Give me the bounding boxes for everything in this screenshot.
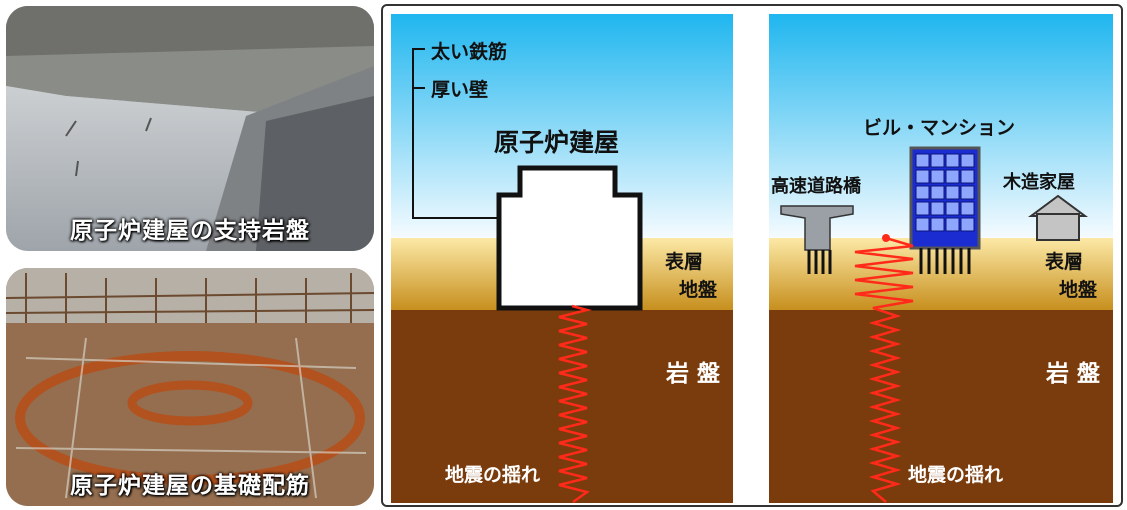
wooden-house-shape <box>1027 194 1089 241</box>
wooden-house-label: 木造家屋 <box>1002 171 1075 193</box>
callout-bracket <box>412 48 502 219</box>
reactor-building-shape <box>496 165 643 311</box>
epicenter-dot <box>882 234 890 242</box>
left-surface-label-1: 表層 <box>665 250 703 273</box>
left-quake-wave <box>558 304 592 504</box>
highway-bridge-label: 高速道路橋 <box>771 175 862 197</box>
apartment-building-label: ビル・マンション <box>863 117 1015 139</box>
left-quake-label: 地震の揺れ <box>445 463 540 486</box>
apartment-building-shape <box>909 146 981 274</box>
photo-bedrock: 原子炉建屋の支持岩盤 <box>6 6 374 251</box>
earthquake-comparison-diagram: 太い鉄筋 厚い壁 原子炉建屋 表層 地盤 岩 盤 地震の揺れ <box>391 6 1113 505</box>
reactor-building-label: 原子炉建屋 <box>494 128 619 157</box>
right-quake-wave <box>854 236 914 503</box>
left-panel: 太い鉄筋 厚い壁 原子炉建屋 表層 地盤 岩 盤 地震の揺れ <box>391 14 733 504</box>
left-rock-label: 岩 盤 <box>665 360 721 387</box>
right-surface-label-2: 地盤 <box>1059 278 1098 301</box>
right-rock-label: 岩 盤 <box>1045 360 1101 387</box>
right-panel: ビル・マンション 高速道路橋 木造家屋 表層 地盤 岩 盤 地震の揺れ <box>769 14 1113 503</box>
photo-rebar: 原子炉建屋の基礎配筋 <box>6 268 374 506</box>
highway-bridge-shape <box>780 205 854 274</box>
right-surface-label-1: 表層 <box>1045 250 1083 273</box>
right-quake-label: 地震の揺れ <box>908 463 1003 486</box>
photo-caption-bedrock: 原子炉建屋の支持岩盤 <box>70 218 310 244</box>
panel-divider <box>733 6 769 505</box>
diagram-frame: 太い鉄筋 厚い壁 原子炉建屋 表層 地盤 岩 盤 地震の揺れ <box>381 4 1123 507</box>
left-bedrock <box>391 310 733 503</box>
right-bedrock <box>769 310 1113 503</box>
photo-caption-rebar: 原子炉建屋の基礎配筋 <box>70 473 310 499</box>
rebar-photo-image <box>6 268 374 506</box>
bedrock-photo-image <box>6 6 374 251</box>
callout-thick-wall: 厚い壁 <box>431 78 488 101</box>
left-surface-label-2: 地盤 <box>679 278 718 301</box>
callout-thick-rebar: 太い鉄筋 <box>431 40 507 63</box>
